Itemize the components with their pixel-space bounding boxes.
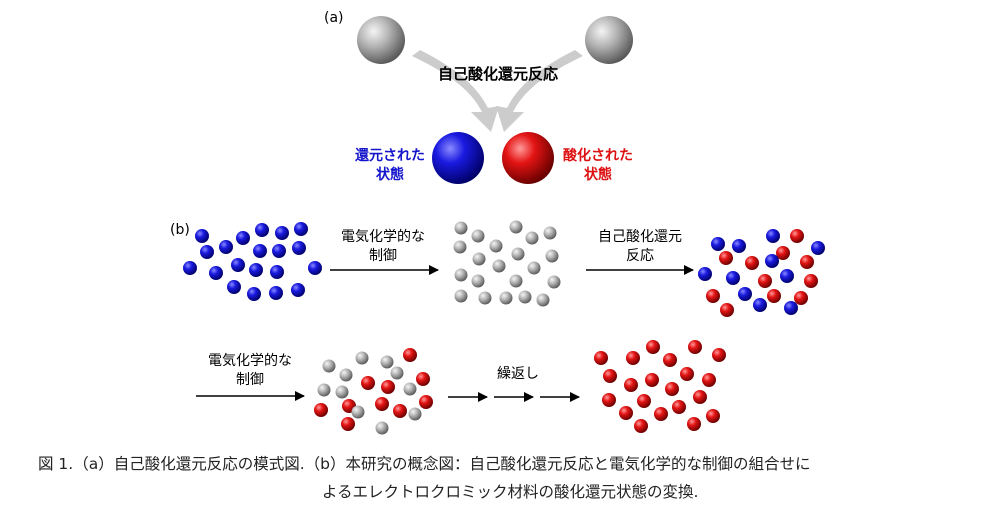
- merge-arrow-right: [496, 50, 583, 132]
- panel-a-label: (a): [324, 10, 344, 26]
- arrow4-label: 繰返し: [497, 366, 539, 382]
- cluster-mixed-neutral-oxidized: [314, 348, 433, 435]
- arrow2-label-line1: 自己酸化還元: [598, 229, 682, 245]
- oxidized-label-line2: 状態: [584, 166, 612, 183]
- oxidized-label-line1: 酸化された: [563, 147, 633, 164]
- figure-caption-line1: 図 1.（a）自己酸化還元反応の模式図.（b）本研究の概念図：自己酸化還元反応と…: [38, 455, 811, 473]
- arrow1-label-line2: 制御: [369, 248, 397, 264]
- panel-b-label: (b): [170, 222, 190, 238]
- reduced-label-line2: 状態: [376, 166, 404, 183]
- figure-caption-line2: よるエレクトロクロミック材料の酸化還元状態の変換.: [322, 483, 699, 501]
- neutral-sphere-left: [357, 16, 405, 64]
- arrow1-label-line1: 電気化学的な: [341, 229, 425, 245]
- arrow2-label-line2: 反応: [626, 248, 654, 264]
- arrow3-label-line2: 制御: [236, 372, 264, 388]
- cluster-reduced: [183, 222, 322, 301]
- arrow3-label-line1: 電気化学的な: [208, 353, 292, 369]
- cluster-oxidized: [594, 340, 726, 433]
- cluster-mixed-redox: [698, 229, 825, 317]
- reaction-label: 自己酸化還元反応: [438, 65, 558, 83]
- reduced-label-line1: 還元された: [355, 147, 425, 164]
- cluster-neutral: [453, 220, 561, 307]
- neutral-sphere-right: [585, 16, 633, 64]
- reduced-sphere: [432, 132, 484, 184]
- merge-arrow-left: [412, 50, 499, 132]
- oxidized-sphere: [502, 132, 554, 184]
